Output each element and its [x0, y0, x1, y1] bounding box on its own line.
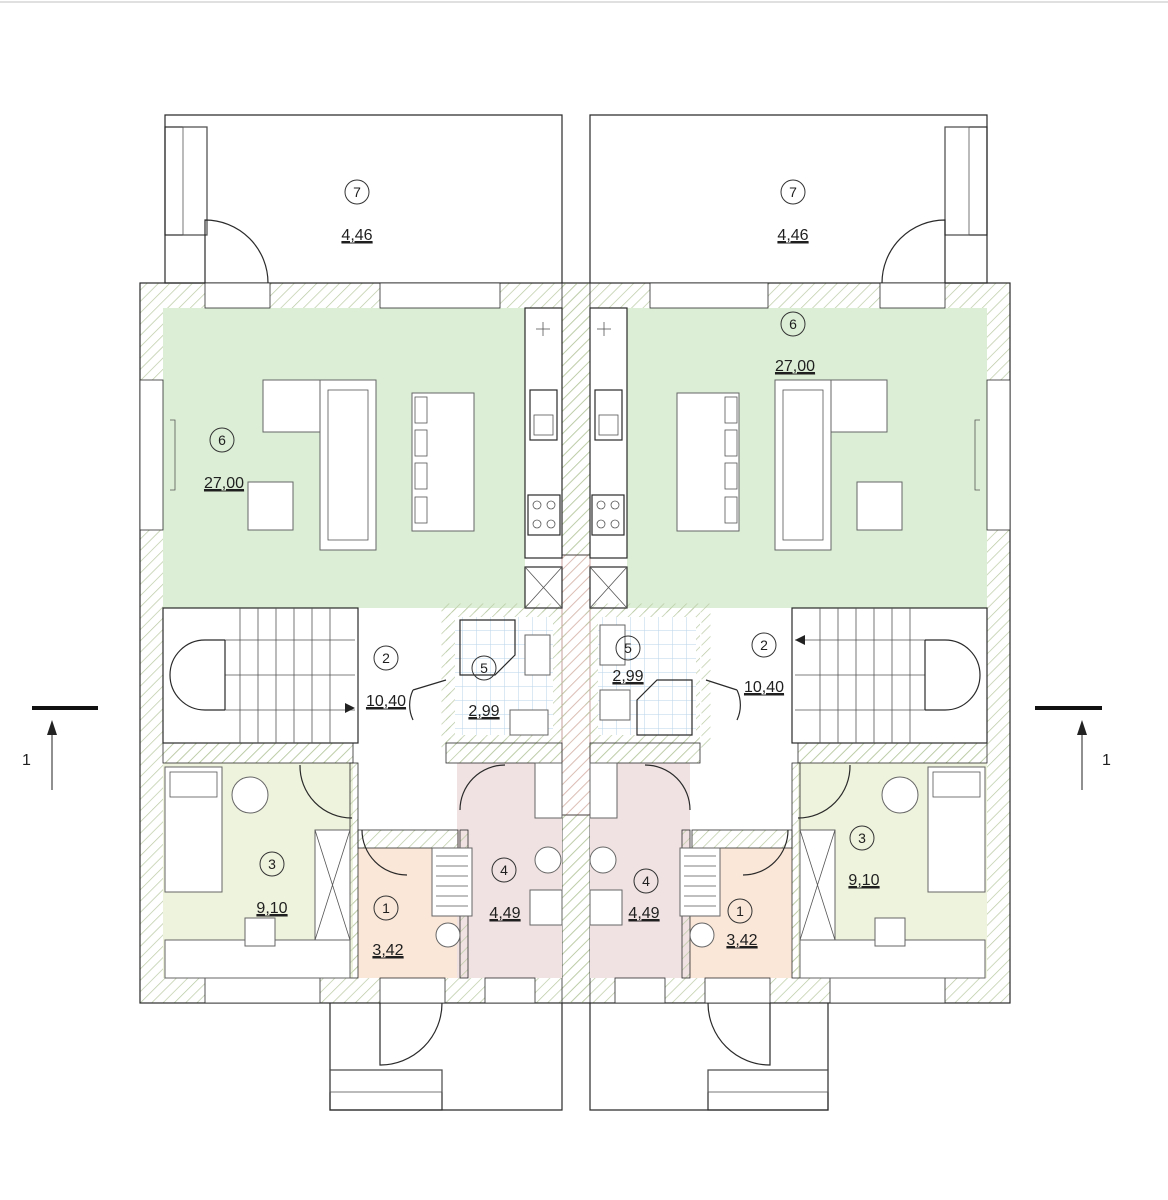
left-terrace-area: 4,46	[341, 227, 372, 244]
right-living-number-circle	[780, 311, 806, 337]
right-vestibule-area: 3,42	[726, 932, 757, 949]
right-kitchen-appliances	[589, 307, 628, 609]
right-living-number: 6	[789, 316, 797, 332]
right-vestibule-fixtures	[679, 847, 721, 948]
right-hall-number-circle	[751, 632, 777, 658]
right-bathroom-number-circle	[633, 868, 659, 894]
left-vestibule-number: 1	[382, 900, 390, 916]
right-living-furniture	[676, 379, 980, 551]
left-porch	[329, 1003, 563, 1111]
left-vestibule-number-circle	[373, 895, 399, 921]
left-living-area: 27,00	[204, 475, 244, 492]
right-bedroom-number: 3	[858, 830, 866, 846]
left-bedroom-area: 9,10	[256, 900, 287, 917]
right-kitchen-counter	[590, 308, 627, 608]
right-wc-number-circle	[615, 635, 641, 661]
section-label-left: 1	[22, 752, 31, 769]
left-living-furniture	[170, 379, 475, 551]
right-bathroom-number: 4	[642, 873, 650, 889]
right-vestibule-number: 1	[736, 903, 744, 919]
right-terrace-number-circle	[780, 179, 806, 205]
right-bath-fixtures	[589, 762, 623, 926]
right-bedroom-number-circle	[849, 825, 875, 851]
left-kitchen-counter	[525, 308, 562, 608]
right-porch	[589, 1003, 829, 1111]
left-living-number-circle	[209, 427, 235, 453]
right-bedroom-furniture	[799, 766, 986, 979]
left-wc-number: 5	[480, 660, 488, 676]
right-terrace-area: 4,46	[777, 227, 808, 244]
left-bedroom-number: 3	[268, 856, 276, 872]
left-wc-area: 2,99	[468, 703, 499, 720]
section-mark-left	[32, 706, 98, 790]
right-bedroom-area: 9,10	[848, 872, 879, 889]
windows	[139, 282, 1011, 1004]
left-bedroom-furniture	[164, 766, 351, 979]
left-hall-number: 2	[382, 650, 390, 666]
left-bathroom-area: 4,49	[489, 905, 520, 922]
right-stair	[791, 607, 988, 744]
left-hall-number-circle	[373, 645, 399, 671]
left-bathroom-number: 4	[500, 862, 508, 878]
right-hall-area: 10,40	[744, 679, 784, 696]
left-stair	[162, 607, 359, 744]
left-hall-floor	[163, 608, 446, 743]
left-terrace-number-circle	[344, 179, 370, 205]
right-wc-number: 5	[624, 640, 632, 656]
right-terrace-number: 7	[789, 184, 797, 200]
left-bath-fixtures	[529, 762, 563, 926]
left-bedroom-number-circle	[259, 851, 285, 877]
left-vestibule-fixtures	[431, 847, 473, 948]
section-label-right: 1	[1102, 752, 1111, 769]
right-living-area: 27,00	[775, 358, 815, 375]
left-terrace-number: 7	[353, 184, 361, 200]
left-wc-number-circle	[471, 655, 497, 681]
right-wc-area: 2,99	[612, 668, 643, 685]
right-hall-floor	[700, 608, 987, 743]
left-bathroom-number-circle	[491, 857, 517, 883]
left-terrace	[164, 114, 563, 284]
left-kitchen-appliances	[524, 307, 563, 609]
left-vestibule-area: 3,42	[372, 942, 403, 959]
right-wc-fixtures	[599, 624, 693, 736]
left-hall-area: 10,40	[366, 693, 406, 710]
section-mark-right	[1035, 706, 1102, 790]
right-vestibule-number-circle	[727, 898, 753, 924]
right-bathroom-area: 4,49	[628, 905, 659, 922]
left-living-number: 6	[218, 432, 226, 448]
right-hall-number: 2	[760, 637, 768, 653]
doors	[204, 219, 946, 1066]
left-wc-fixtures	[459, 619, 551, 736]
